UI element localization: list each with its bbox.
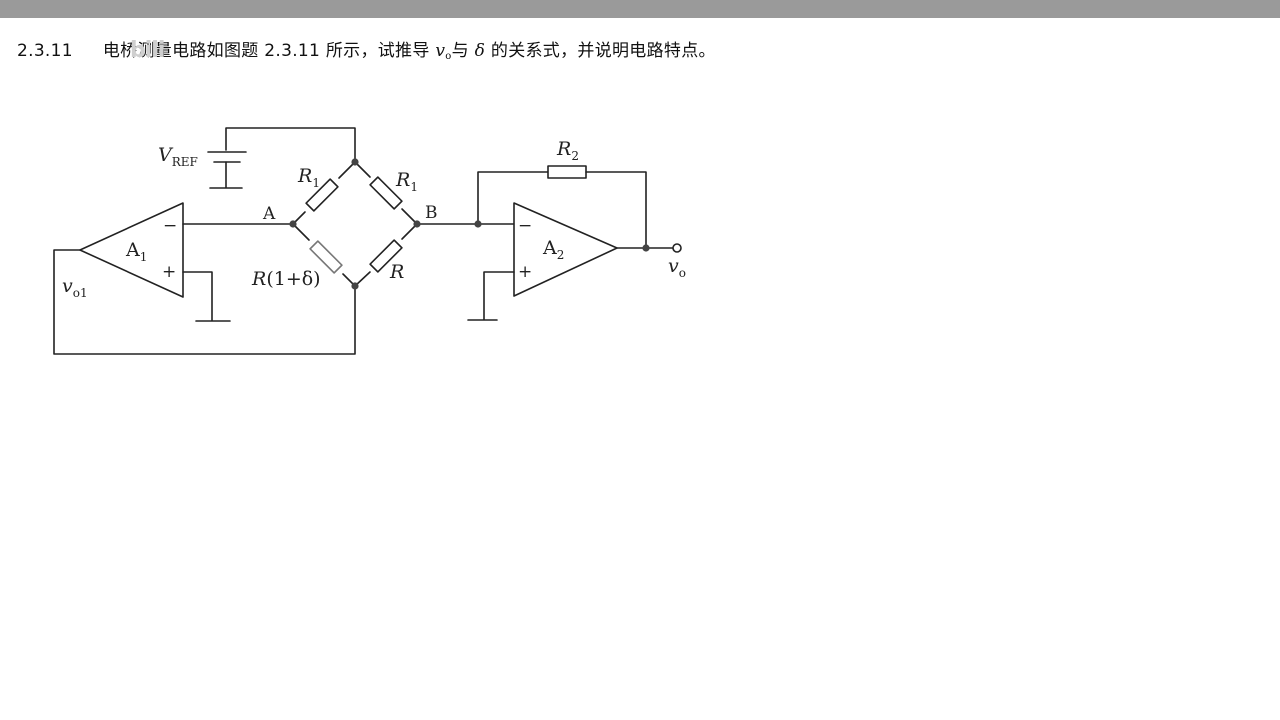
opamp-a1-triangle <box>79 202 184 298</box>
label-r: R <box>389 261 404 283</box>
top-bar <box>0 0 1280 18</box>
node-a-dot <box>289 220 297 228</box>
label-a1-plus: + <box>162 262 176 282</box>
watermark-logo: bili <box>130 38 165 63</box>
label-opamp-a1: A1 <box>125 239 147 264</box>
var-delta: δ <box>474 41 486 61</box>
label-opamp-a2: A2 <box>542 237 564 262</box>
label-a2-minus: − <box>518 216 532 236</box>
wire-a2-plus-ground <box>467 271 515 321</box>
wire-feedback-vo1 <box>53 249 356 355</box>
label-r-delta: R(1+δ) <box>251 268 321 290</box>
label-vo: vo <box>668 255 686 280</box>
var-vo: vo <box>435 41 452 62</box>
label-a2-plus: + <box>518 262 532 282</box>
node-output-dot <box>642 244 650 252</box>
problem-number: 2.3.11 <box>17 41 73 61</box>
battery-ground <box>209 161 243 189</box>
label-vref: VREF <box>158 144 198 169</box>
wire-r2-feedback-right <box>585 171 647 249</box>
label-vo1: vo1 <box>62 275 88 300</box>
node-r2-left-dot <box>474 220 482 228</box>
resistor-r <box>369 239 403 273</box>
wire-top-left-a <box>338 161 356 179</box>
label-node-a: A <box>262 204 276 224</box>
label-a1-minus: − <box>163 216 177 236</box>
resistor-r1-right <box>369 176 403 210</box>
resistor-r-delta <box>309 240 343 274</box>
wire-vref-top <box>225 127 356 163</box>
output-terminal <box>672 243 682 253</box>
node-b-dot <box>413 220 421 228</box>
wire-a1-plus-ground <box>182 271 231 322</box>
resistor-r1-left <box>305 178 339 212</box>
opamp-a2-triangle <box>513 202 618 297</box>
label-r2: R2 <box>556 138 579 163</box>
resistor-r2 <box>547 165 587 179</box>
problem-text-before: 电桥测量电路如图题 2.3.11 所示，试推导 <box>102 41 430 61</box>
node-bottom-dot <box>351 282 359 290</box>
problem-statement: 2.3.11 电桥测量电路如图题 2.3.11 所示，试推导 vo与 δ 的关系式… <box>17 36 716 62</box>
problem-text-after: 的关系式，并说明电路特点。 <box>490 41 716 61</box>
wire-left-bottom-a <box>292 223 310 241</box>
label-r1-right: R1 <box>395 169 418 194</box>
label-r1-left: R1 <box>297 165 320 190</box>
wire-r2-feedback-left <box>477 171 549 225</box>
problem-text-mid: 与 <box>451 41 469 61</box>
label-node-b: B <box>425 203 438 223</box>
node-top-dot <box>351 158 359 166</box>
